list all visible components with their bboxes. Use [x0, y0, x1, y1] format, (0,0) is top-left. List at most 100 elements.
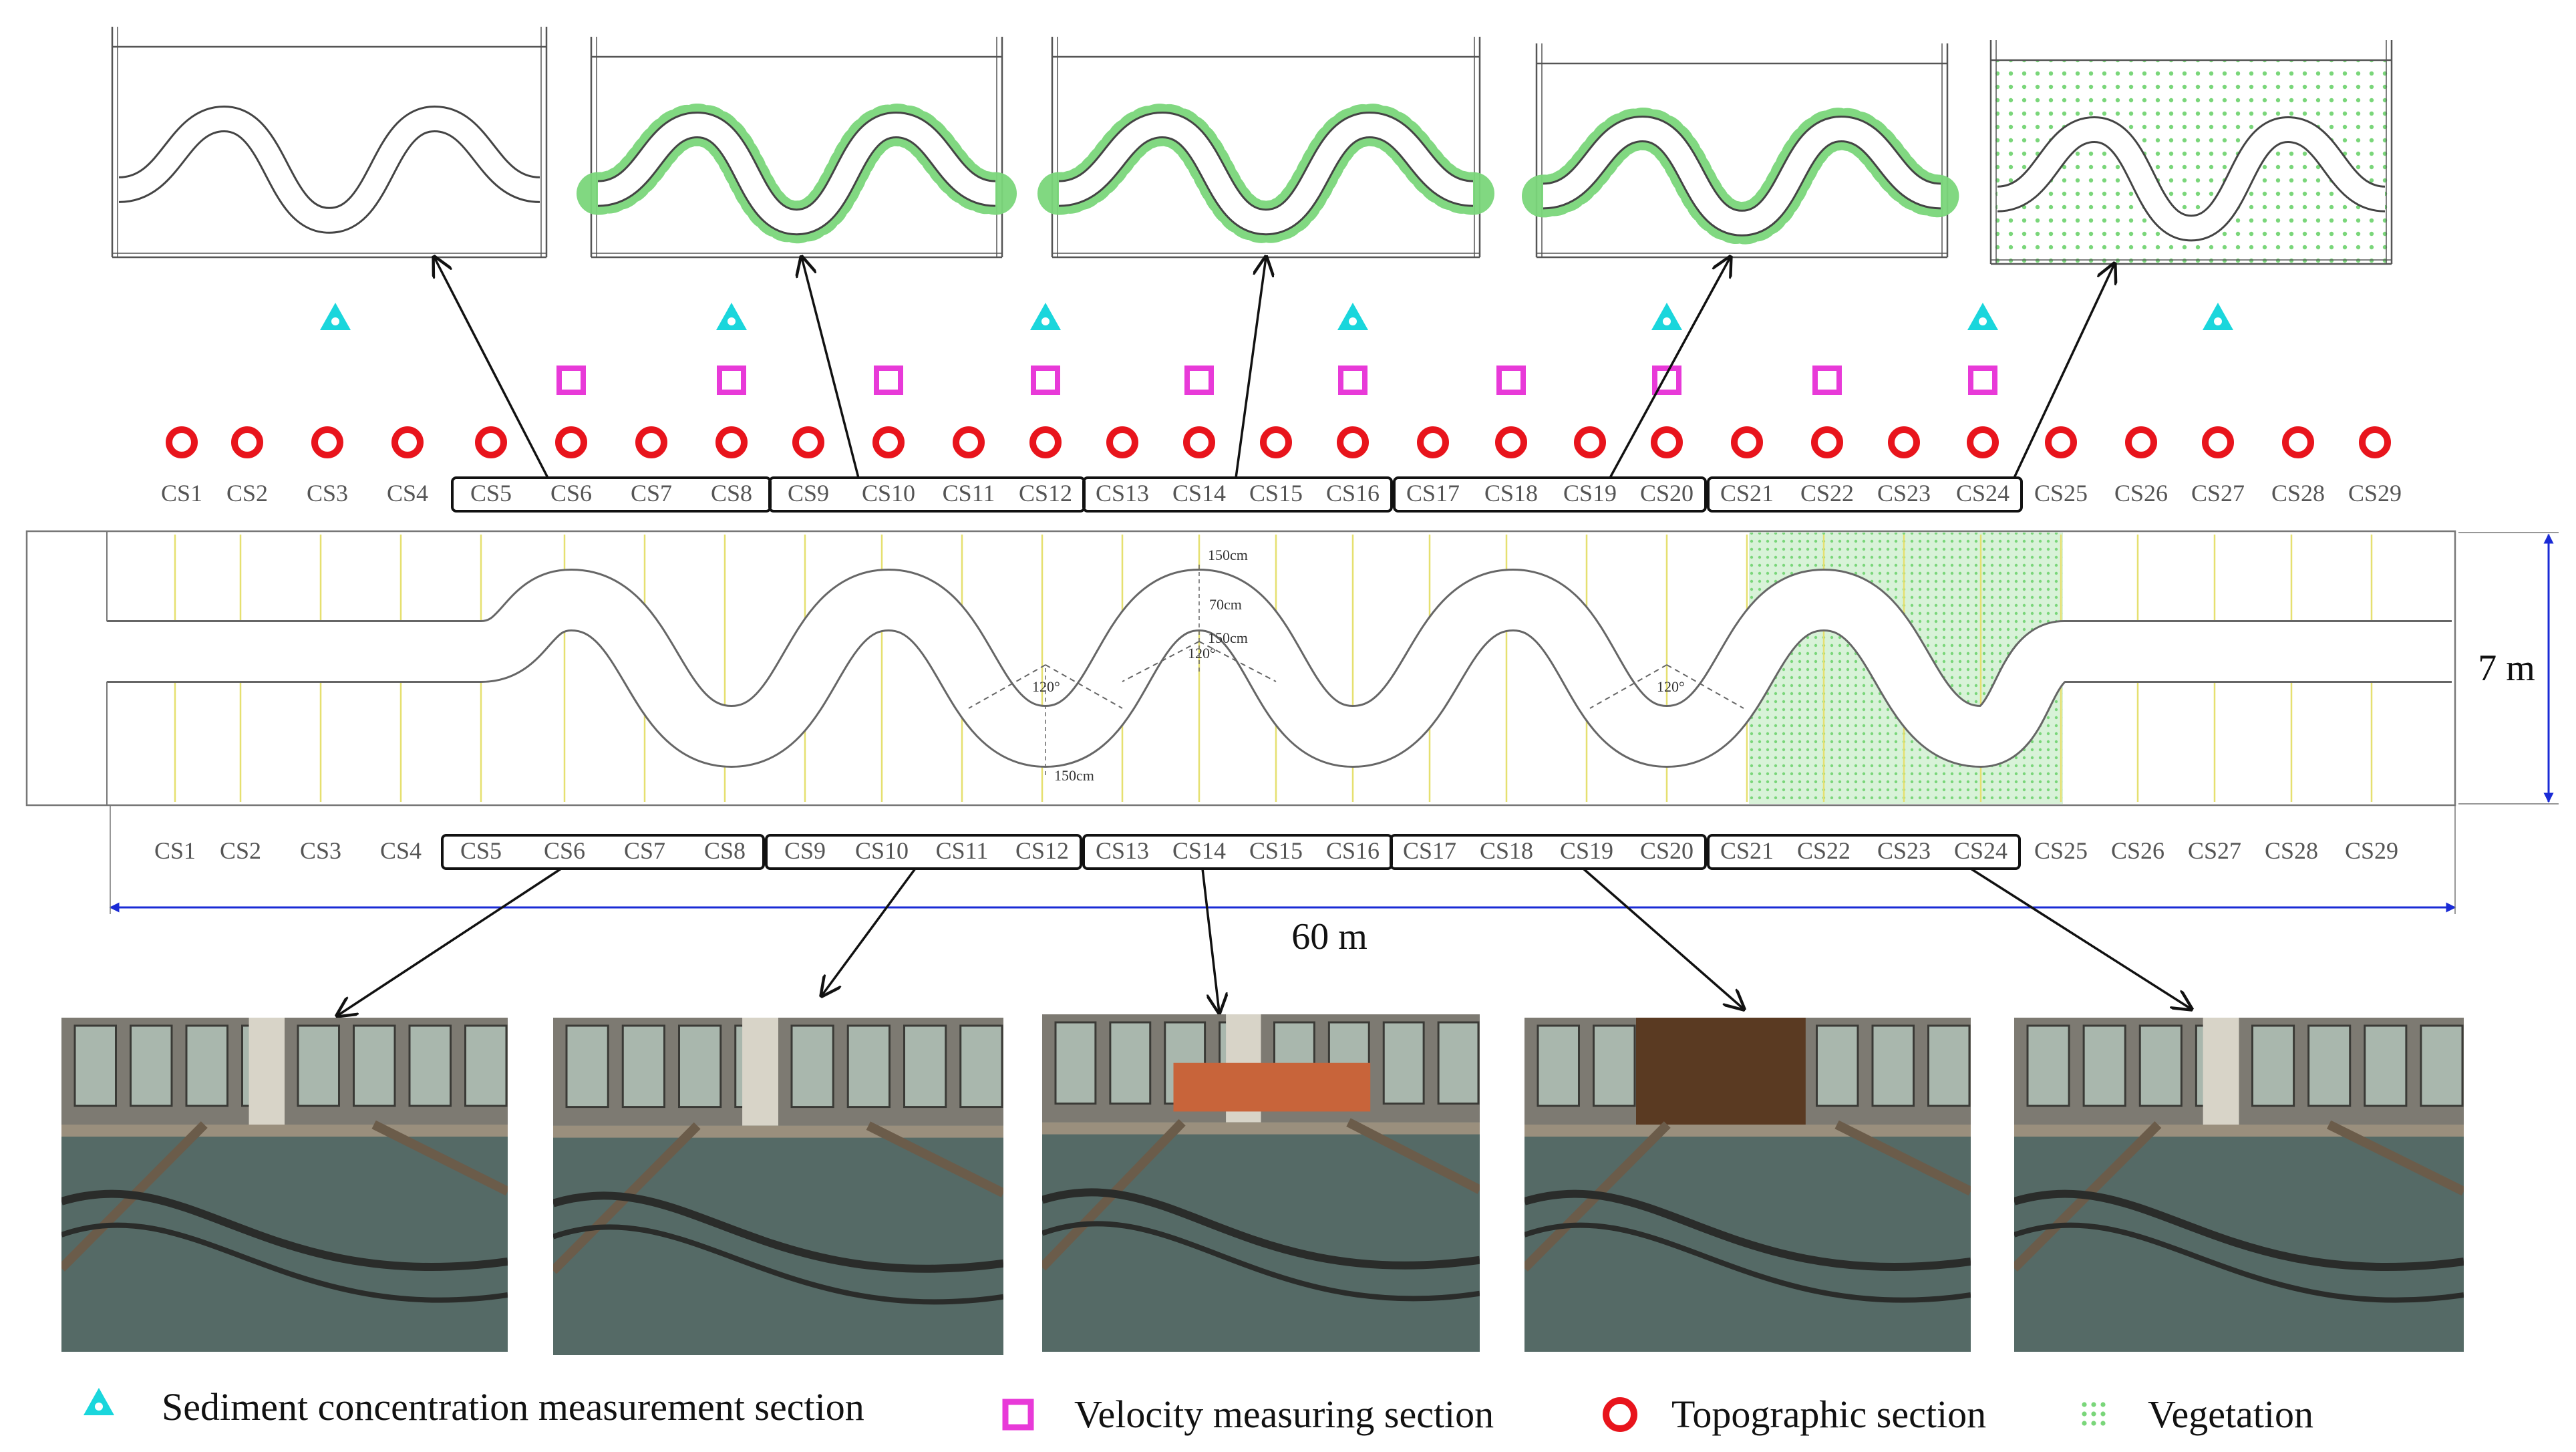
section-label: CS25 [2034, 837, 2088, 864]
section-group-box [1707, 834, 2021, 870]
radius-outer-label: 150cm [1208, 547, 1248, 563]
topographic-marker [1183, 426, 1215, 458]
section-label: CS15 [1249, 837, 1303, 864]
meandering-channel [106, 531, 2452, 805]
section-label: CS29 [2345, 837, 2398, 864]
sediment-marker [716, 303, 747, 330]
velocity-markers [556, 366, 1997, 395]
photo-layout-4 [1524, 1018, 1971, 1352]
section-label: CS25 [2034, 480, 2088, 506]
velocity-square-icon [1002, 1399, 1034, 1431]
topographic-circle-icon [1603, 1397, 1637, 1432]
sediment-triangle-icon [84, 1388, 114, 1415]
section-label: CS27 [2191, 480, 2245, 506]
section-label: CS9 [788, 480, 829, 506]
section-group-box [765, 834, 1082, 870]
link-arrow [1582, 867, 1744, 1009]
vegetation-layout-panel [577, 37, 1017, 259]
section-group-box [1707, 476, 2023, 513]
link-arrow [337, 867, 562, 1016]
section-group-box [1390, 834, 1707, 870]
topographic-marker [2202, 426, 2234, 458]
section-label: CS22 [1797, 837, 1850, 864]
sediment-marker [1337, 303, 1368, 330]
topographic-marker [1337, 426, 1369, 458]
channel-width-label: 70cm [1209, 596, 1242, 613]
topographic-marker [1417, 426, 1449, 458]
topographic-markers [166, 426, 2391, 458]
section-label: CS13 [1096, 837, 1149, 864]
photo-layout-3 [1042, 1014, 1480, 1352]
section-label: CS26 [2111, 837, 2164, 864]
legend-velocity: Velocity measuring section [1002, 1393, 1494, 1436]
section-label: CS2 [220, 837, 261, 864]
topographic-marker [1495, 426, 1527, 458]
topographic-marker [1888, 426, 1920, 458]
photo-layout-2 [553, 1018, 1003, 1355]
section-label: CS5 [460, 837, 502, 864]
section-label: CS20 [1640, 837, 1694, 864]
length-label: 60 m [1291, 916, 1367, 958]
topographic-marker [2359, 426, 2391, 458]
velocity-marker [1031, 366, 1060, 395]
section-label: CS18 [1484, 480, 1538, 506]
topographic-marker [391, 426, 424, 458]
velocity-marker [1184, 366, 1214, 395]
velocity-marker [1812, 366, 1842, 395]
section-label: CS11 [943, 480, 995, 506]
section-group-box [1082, 476, 1393, 513]
legend-sediment: Sediment concentration measurement secti… [84, 1385, 864, 1429]
vegetation-layout-panel [111, 27, 548, 259]
topographic-marker [872, 426, 905, 458]
sediment-marker [1651, 303, 1682, 330]
topographic-marker [475, 426, 507, 458]
vegetation-layout-panel [1522, 43, 1962, 259]
section-label: CS10 [855, 837, 909, 864]
legend-vegetation-label: Vegetation [2148, 1393, 2313, 1436]
velocity-marker [874, 366, 903, 395]
legend: Sediment concentration measurement secti… [84, 1385, 2313, 1436]
section-label: CS8 [711, 480, 752, 506]
section-label: CS18 [1480, 837, 1533, 864]
section-groups-bottom [441, 834, 2021, 870]
topographic-marker [1574, 426, 1606, 458]
topographic-marker [1651, 426, 1683, 458]
topographic-marker [1811, 426, 1843, 458]
section-label: CS19 [1560, 837, 1613, 864]
topographic-marker [311, 426, 343, 458]
section-label: CS24 [1956, 480, 2009, 506]
radius-lower-label: 150cm [1054, 767, 1094, 784]
section-label: CS2 [226, 480, 268, 506]
link-arrows [337, 257, 2191, 1016]
link-arrow [1970, 867, 2191, 1009]
section-label: CS19 [1563, 480, 1617, 506]
topographic-marker [1731, 426, 1763, 458]
section-label: CS8 [704, 837, 746, 864]
topographic-marker [2045, 426, 2077, 458]
topographic-marker [1106, 426, 1138, 458]
width-label: 7 m [2478, 647, 2535, 689]
topographic-marker [792, 426, 824, 458]
section-label: CS15 [1249, 480, 1303, 506]
velocity-marker [1496, 366, 1526, 395]
section-label: CS16 [1326, 480, 1380, 506]
legend-topographic-label: Topographic section [1671, 1393, 1986, 1436]
velocity-marker [717, 366, 746, 395]
section-label: CS17 [1406, 480, 1460, 506]
section-label: CS4 [380, 837, 422, 864]
velocity-marker [556, 366, 586, 395]
sediment-marker [1967, 303, 1998, 330]
channel-bed [107, 571, 2452, 766]
link-arrow [1609, 257, 1730, 478]
section-label: CS1 [154, 837, 196, 864]
legend-vegetation: Vegetation [2082, 1393, 2313, 1436]
topographic-marker [953, 426, 985, 458]
angle-label: 120° [1657, 678, 1685, 695]
legend-velocity-label: Velocity measuring section [1074, 1393, 1494, 1436]
topographic-marker [1029, 426, 1062, 458]
section-label: CS21 [1720, 837, 1774, 864]
